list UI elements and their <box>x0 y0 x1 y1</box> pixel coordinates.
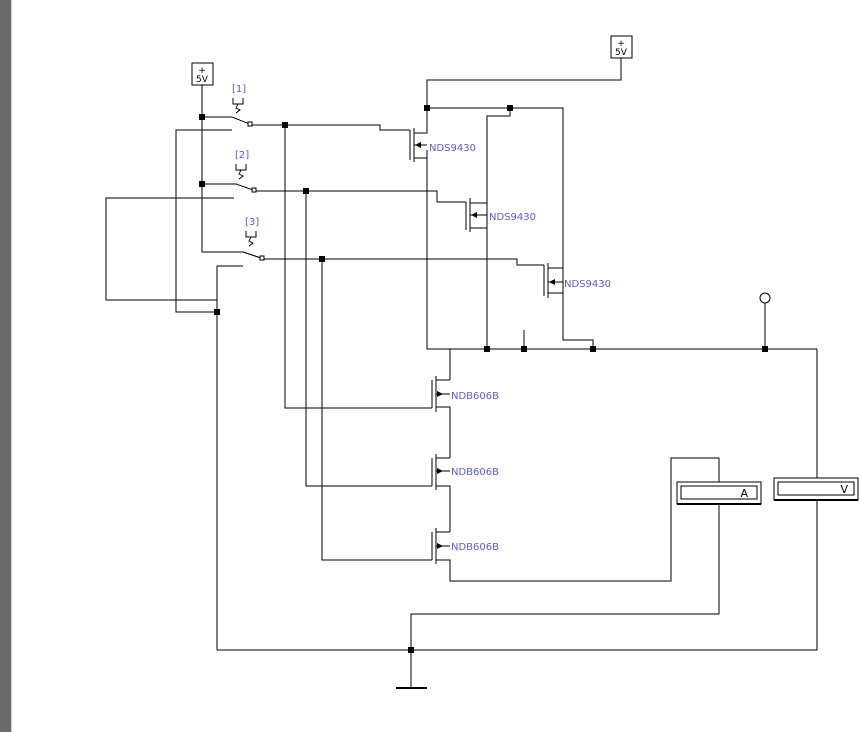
switch-1[interactable]: [1] <box>231 84 253 127</box>
output-probe[interactable] <box>759 292 771 304</box>
nmos-transistor-1[interactable]: NDB606B <box>431 376 499 412</box>
switch-3[interactable]: [3] <box>242 217 265 261</box>
nmos-part-label: NDB606B <box>451 391 499 402</box>
nmos-transistor-3[interactable]: NDB606B <box>431 528 499 564</box>
nmos-transistor-2[interactable]: NDB606B <box>431 454 499 490</box>
supply-5v-left[interactable]: + 5V <box>191 62 214 86</box>
supply-plus-sign: + <box>198 66 206 76</box>
voltmeter-unit: V <box>840 483 848 496</box>
pmos-part-label: NDS9430 <box>429 143 476 154</box>
ammeter-unit: A <box>740 487 748 500</box>
pmos-transistor-2[interactable]: NDS9430 <box>465 198 536 232</box>
switch-label: [3] <box>245 217 259 228</box>
switch-2[interactable]: [2] <box>235 150 257 193</box>
supply-5v-top-right[interactable]: + 5V <box>610 35 633 59</box>
switch-label: [2] <box>235 150 249 161</box>
pmos-part-label: NDS9430 <box>489 212 536 223</box>
voltmeter[interactable]: V <box>773 477 859 501</box>
pmos-transistor-1[interactable]: NDS9430 <box>409 108 476 170</box>
left-window-border <box>0 0 11 732</box>
junctions <box>199 105 768 653</box>
supply-voltage-label: 5V <box>615 48 628 58</box>
ammeter[interactable]: A <box>676 481 762 505</box>
supply-voltage-label: 5V <box>196 75 209 85</box>
pmos-transistor-3[interactable]: NDS9430 <box>543 263 611 340</box>
supply-plus-sign: + <box>617 39 625 49</box>
wires <box>105 58 818 688</box>
left-window-border-highlight <box>11 0 12 732</box>
nmos-part-label: NDB606B <box>451 467 499 478</box>
pmos-part-label: NDS9430 <box>564 279 611 290</box>
switch-label: [1] <box>232 84 246 95</box>
nmos-part-label: NDB606B <box>451 542 499 553</box>
